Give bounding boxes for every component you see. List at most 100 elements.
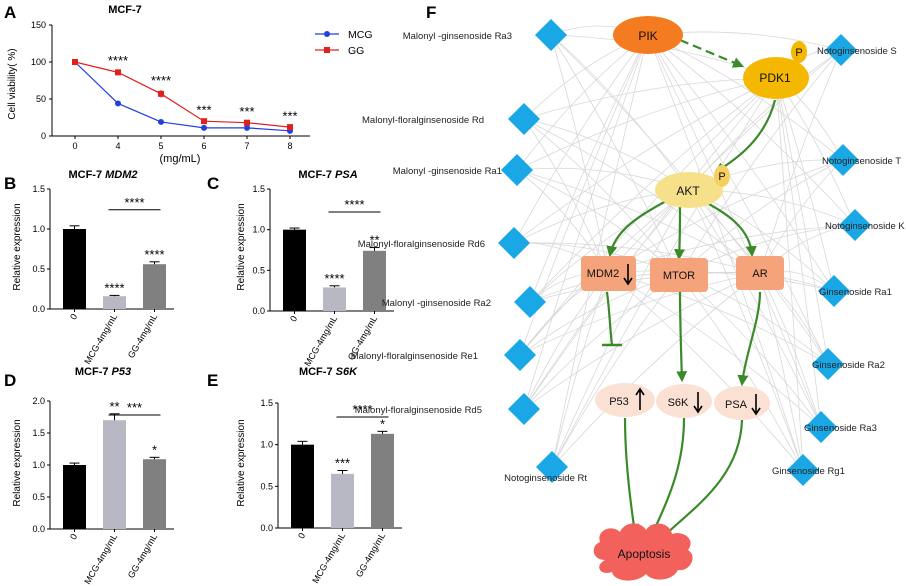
chartD-bracket-label: *** (127, 400, 142, 415)
compound-target-edge (678, 274, 804, 471)
compound-target-edge (523, 118, 761, 274)
node-ar-shape (736, 256, 784, 290)
compound-target-edge (607, 224, 856, 274)
compound-label: Ginsenoside Ra3 (804, 423, 877, 434)
legend-gg-marker (324, 47, 330, 53)
panel-a-title: MCF-7 (108, 4, 142, 16)
edge-pik-pdk1 (679, 38, 745, 68)
compound-label: Ginsenoside Rg1 (772, 466, 845, 477)
panel-a-ylabel: Cell viability( %) (7, 48, 18, 119)
compound-target-edge (523, 272, 761, 410)
node-pik-label: PIK (638, 29, 657, 43)
node-pdk1: P PDK1 (743, 41, 809, 99)
series-gg-line (74, 61, 291, 128)
compound-target-edge (647, 34, 804, 471)
compound-target-edge (607, 49, 842, 274)
compound-target-edge (513, 77, 777, 244)
compound-target-edge (759, 49, 842, 274)
compound-target-edge (607, 270, 835, 292)
edge-akt-mdm2 (606, 199, 669, 258)
legend-gg-label: GG (348, 45, 364, 57)
chartE-significance-label: *** (335, 456, 350, 471)
series-mcg-point (244, 124, 250, 131)
node-s6k-label: S6K (668, 397, 689, 409)
edge-psa-apoptosis (660, 419, 744, 540)
node-pdk1-label: PDK1 (759, 71, 791, 85)
chartC-ytick-label: 1.0 (252, 225, 265, 235)
compound-diamond (805, 411, 837, 443)
chartE-ytick-label: 1.0 (260, 440, 273, 450)
chartB-bar (143, 264, 166, 309)
edge-s6k-apoptosis (650, 417, 686, 538)
node-pik-shape (613, 16, 683, 54)
panel-a-xtick-label: 5 (158, 141, 163, 151)
legend-mcg-marker (324, 31, 330, 37)
compound-target-edge (759, 272, 804, 471)
chartE-bracket-label: **** (352, 402, 372, 417)
panel-a-xtick-label: 8 (287, 141, 292, 151)
compound-label: Ginsenoside Ra2 (812, 360, 885, 371)
chartB-ytick-label: 0.5 (32, 264, 45, 274)
node-akt-shape (655, 172, 723, 208)
panel-a-significance-label: **** (151, 73, 171, 88)
chartD-bar (143, 459, 166, 529)
panel-a-xtick-label: 6 (201, 141, 206, 151)
chartB-xtick-label: MCG-4mg/mL (82, 312, 119, 366)
compound-target-edge (551, 272, 761, 468)
series-gg-point (158, 90, 164, 97)
compound-label: Malonyl-floralginsenoside Rd (362, 115, 484, 126)
panel-d-letter: D (4, 371, 16, 390)
compound-target-edge (688, 189, 822, 428)
node-akt-phospho-label: P (718, 171, 725, 183)
panel-b-title: MCF-7 MDM2 (68, 169, 137, 181)
chartD-ytick-label: 2.0 (32, 396, 45, 406)
node-mtor: MTOR (650, 258, 708, 292)
compound-target-edge (516, 169, 761, 274)
chartB-significance-label: **** (144, 247, 164, 262)
node-apoptosis-shape (593, 523, 693, 581)
compound-target-edge (516, 34, 649, 171)
compound-target-edge (775, 77, 822, 428)
chartC-bracket-label: **** (344, 197, 364, 212)
chartE-xtick-label: GG-4mg/mL (354, 531, 387, 579)
node-mdm2: MDM2 (581, 256, 636, 291)
compound-label: Malonyl -ginsenoside Ra1 (393, 166, 502, 177)
panel-a: A MCF-7 Cell viability( %) (mg/mL) 05010… (4, 3, 373, 165)
node-mtor-shape (650, 258, 708, 292)
compound-target-edge (523, 77, 777, 410)
compound-target-edge (550, 34, 690, 191)
compound-diamond (501, 154, 533, 186)
compound-diamond (514, 286, 546, 318)
edge-akt-ar (704, 201, 757, 258)
chartE-ytick-label: 0.5 (260, 481, 273, 491)
pathway-edges (602, 38, 777, 540)
panel-a-ytick-label: 150 (31, 20, 46, 30)
legend-mcg-label: MCG (348, 29, 373, 41)
compound-label: Malonyl-floralginsenoside Rd5 (355, 405, 482, 416)
panel-d-title-gene: P53 (112, 366, 132, 378)
compound-target-edge (550, 34, 609, 274)
edge-mdm2-p53 (605, 291, 614, 346)
compound-target-edge (551, 274, 680, 468)
panel-a-significance-label: **** (108, 53, 128, 68)
panel-c: C MCF-7 PSA Relative expression 0.00.51.… (207, 169, 394, 368)
panel-c-title: MCF-7 PSA (298, 169, 357, 181)
panel-c-letter: C (207, 174, 219, 193)
compound-diamond (825, 34, 857, 66)
node-p53-label: P53 (609, 396, 629, 408)
compound-label: Malonyl -ginsenoside Ra3 (403, 31, 512, 42)
compound-diamond (818, 275, 850, 307)
compound-target-edge (775, 77, 804, 471)
chartD-xtick-label: GG-4mg/mL (126, 532, 159, 580)
compound-target-edge (529, 77, 777, 303)
chartD-bar (103, 420, 126, 529)
compound-target-edge (516, 77, 777, 171)
node-pdk1-shape (743, 57, 809, 99)
chartC-bar (283, 229, 306, 311)
chartE-xtick-label: 0 (296, 531, 307, 540)
panel-e: E MCF-7 S6K Relative expression 0.00.51.… (207, 366, 402, 585)
node-pdk1-phospho-label: P (795, 47, 802, 59)
psa-down-arrow-icon (751, 394, 761, 416)
